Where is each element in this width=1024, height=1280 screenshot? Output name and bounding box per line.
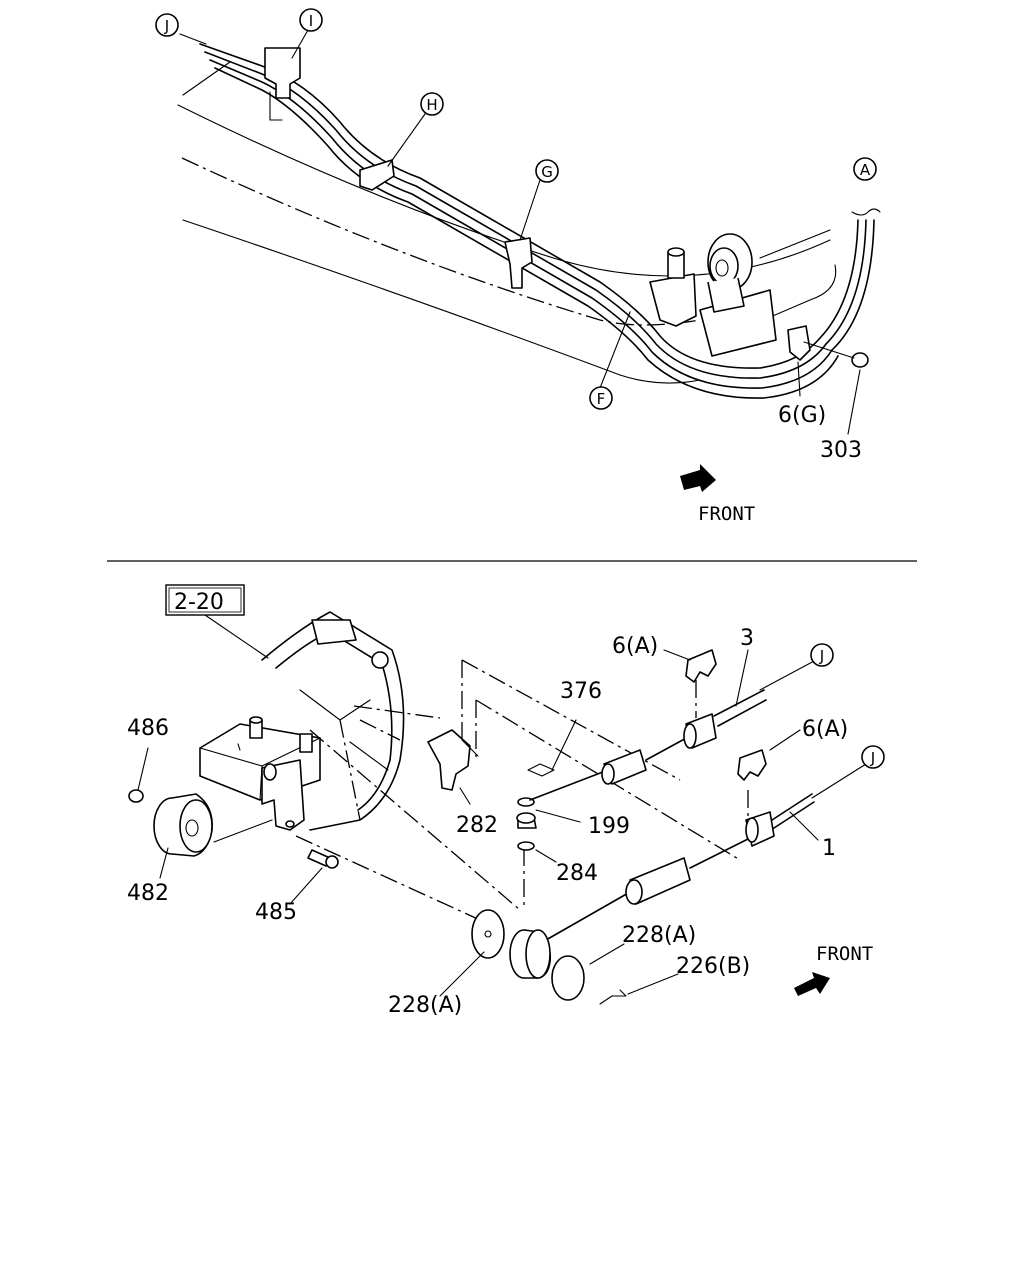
callout-j-bottom-1: J xyxy=(810,643,834,667)
label-303: 303 xyxy=(820,438,862,463)
label-284: 284 xyxy=(556,861,598,886)
label-6a-2: 6(A) xyxy=(802,717,848,742)
label-485: 485 xyxy=(255,900,297,925)
top-assembly: J I H G A F 6(G) 303 FRONT xyxy=(155,8,881,525)
svg-text:I: I xyxy=(309,12,313,30)
ref-box-2-20: 2-20 xyxy=(165,584,245,616)
label-6a-1: 6(A) xyxy=(612,634,658,659)
callout-f: F xyxy=(589,386,613,410)
callout-g: G xyxy=(535,159,559,183)
svg-text:H: H xyxy=(426,96,437,114)
label-3: 3 xyxy=(740,626,754,651)
front-arrow-icon xyxy=(680,464,716,492)
svg-text:A: A xyxy=(860,161,871,179)
label-199: 199 xyxy=(588,814,630,839)
label-228a-2: 228(A) xyxy=(622,923,696,948)
svg-text:J: J xyxy=(819,647,824,665)
svg-text:G: G xyxy=(541,163,553,181)
label-282: 282 xyxy=(456,813,498,838)
label-1: 1 xyxy=(822,836,836,861)
front-arrow-icon-bottom xyxy=(794,972,830,996)
bottom-assembly: 2-20 xyxy=(127,584,885,1018)
svg-text:F: F xyxy=(597,390,606,408)
label-228a-1: 228(A) xyxy=(388,993,462,1018)
svg-text:2-20: 2-20 xyxy=(174,590,224,615)
front-label-bottom: FRONT xyxy=(816,943,873,965)
label-6g: 6(G) xyxy=(778,403,826,428)
front-label-top: FRONT xyxy=(698,503,755,525)
callout-j-bottom-2: J xyxy=(861,745,885,769)
label-482: 482 xyxy=(127,881,169,906)
label-376: 376 xyxy=(560,679,602,704)
svg-text:J: J xyxy=(164,17,169,35)
callout-i: I xyxy=(299,8,323,32)
callout-h: H xyxy=(420,92,444,116)
callout-a: A xyxy=(853,157,877,181)
label-486: 486 xyxy=(127,716,169,741)
callout-j-top: J xyxy=(155,13,179,37)
svg-text:J: J xyxy=(870,749,875,767)
label-226b: 226(B) xyxy=(676,954,750,979)
